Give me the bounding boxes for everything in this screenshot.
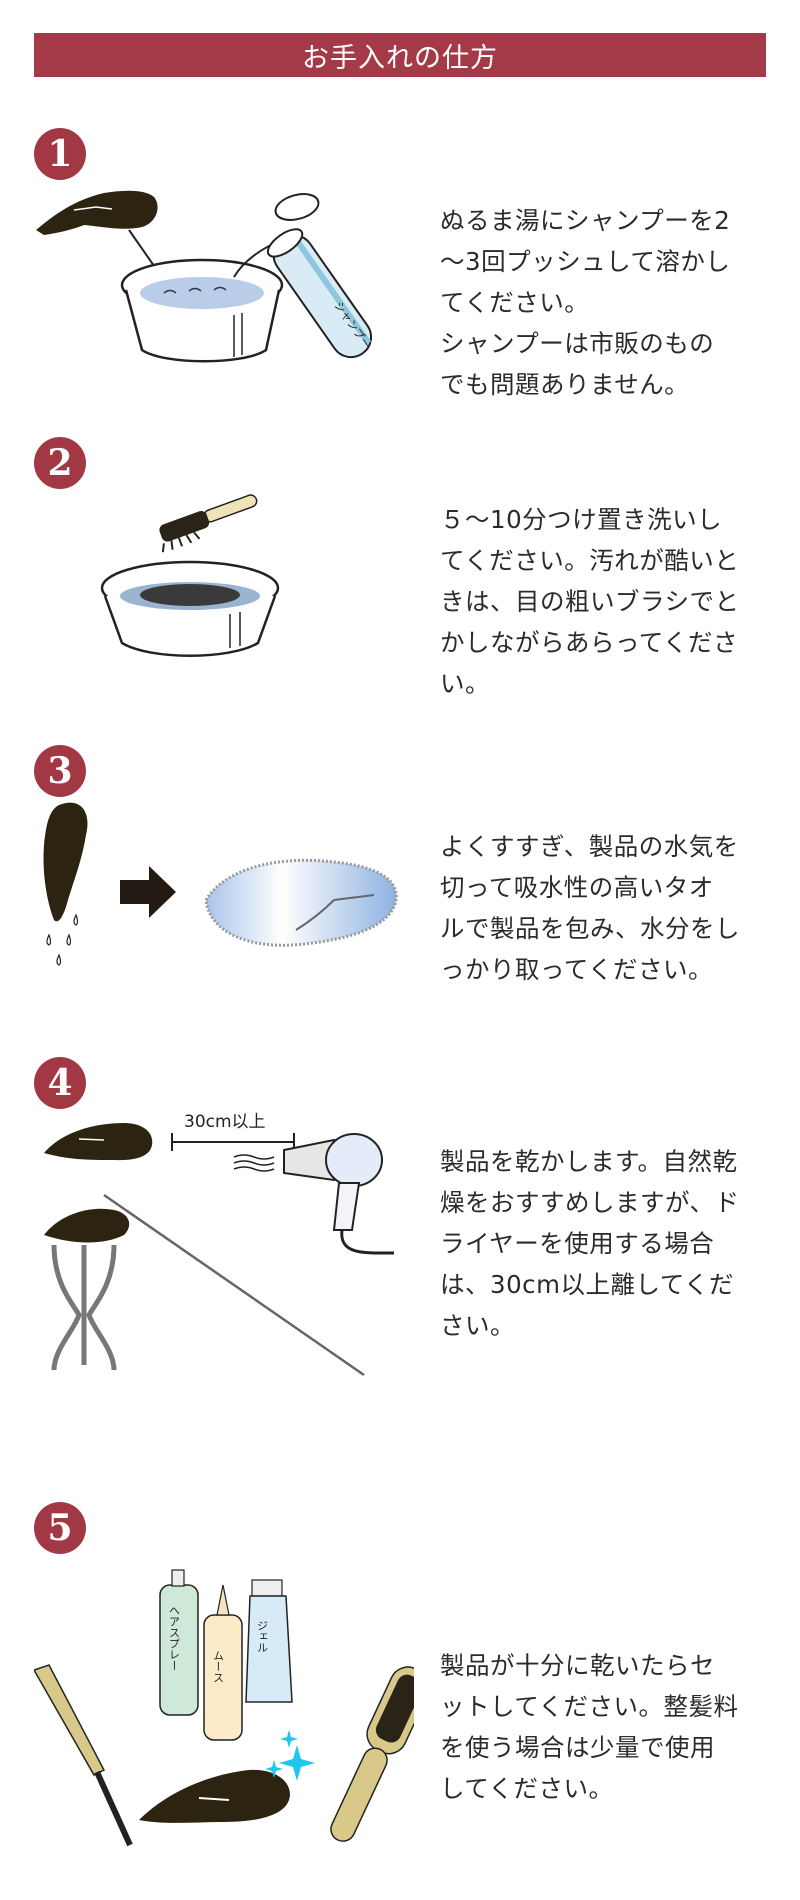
step-2-illustration — [90, 488, 290, 658]
mousse-icon: ムース — [203, 1584, 243, 1741]
arrow-right-icon — [120, 866, 176, 918]
step-4-illustration: 30cm以上 — [34, 1105, 414, 1405]
wig-stand-icon — [44, 1208, 130, 1371]
hairpiece-icon — [139, 1769, 290, 1823]
step-2-badge: 2 — [34, 437, 86, 489]
step-1-text: ぬるま湯にシャンプーを2 ～3回プッシュして溶かし てください。 シャンプーは市… — [440, 206, 731, 399]
wash-basin-icon — [100, 560, 280, 657]
distance-label: 30cm以上 — [184, 1112, 266, 1132]
hairpiece-icon — [44, 1123, 153, 1161]
svg-text:ヘアスプレー: ヘアスプレー — [168, 1605, 181, 1671]
svg-text:ジェル: ジェル — [256, 1620, 269, 1653]
hair-dryer-icon — [233, 1133, 395, 1255]
step-5-badge: 5 — [34, 1502, 86, 1554]
hair-spray-icon: ヘアスプレー — [159, 1569, 199, 1716]
step-3-illustration — [34, 800, 414, 1000]
header-banner: お手入れの仕方 — [34, 33, 766, 77]
step-1-badge: 1 — [34, 128, 86, 180]
step-1-illustration: シャンプー — [34, 185, 414, 365]
divider-line — [103, 1193, 365, 1377]
step-4-text: 製品を乾かします。自然乾 燥をおすすめしますが、ド ライヤーを使用する場合 は、… — [440, 1147, 740, 1340]
step-2-text: ５～10分つけ置き洗いし てください。汚れが酷いと きは、目の粗いブラシでと か… — [440, 505, 740, 698]
hairpiece-icon — [36, 190, 158, 235]
distance-measure: 30cm以上 — [171, 1112, 295, 1151]
sparkle-icon — [265, 1730, 315, 1781]
wet-hairpiece-icon — [43, 802, 88, 966]
brush-icon — [159, 494, 258, 553]
step-4-badge: 4 — [34, 1057, 86, 1109]
step-3-badge: 3 — [34, 745, 86, 797]
step-5-illustration: ヘアスプレー ムース ジェル — [34, 1560, 414, 1870]
step-3-text: よくすすぎ、製品の水気を 切って吸水性の高いタオ ルで製品を包み、水分をし っか… — [440, 832, 740, 984]
shampoo-bottle-icon: シャンプー — [266, 193, 374, 359]
page-title: お手入れの仕方 — [302, 42, 498, 74]
step-5-text: 製品が十分に乾いたらセ ットしてください。整髪料 を使う場合は少量で使用 してく… — [440, 1651, 739, 1803]
wash-basin-icon — [120, 258, 284, 363]
svg-text:ムース: ムース — [212, 1650, 225, 1683]
gel-tube-icon: ジェル — [245, 1579, 293, 1703]
comb-icon — [34, 1664, 133, 1847]
towel-icon — [204, 858, 398, 947]
hairbrush-icon — [330, 1666, 414, 1842]
